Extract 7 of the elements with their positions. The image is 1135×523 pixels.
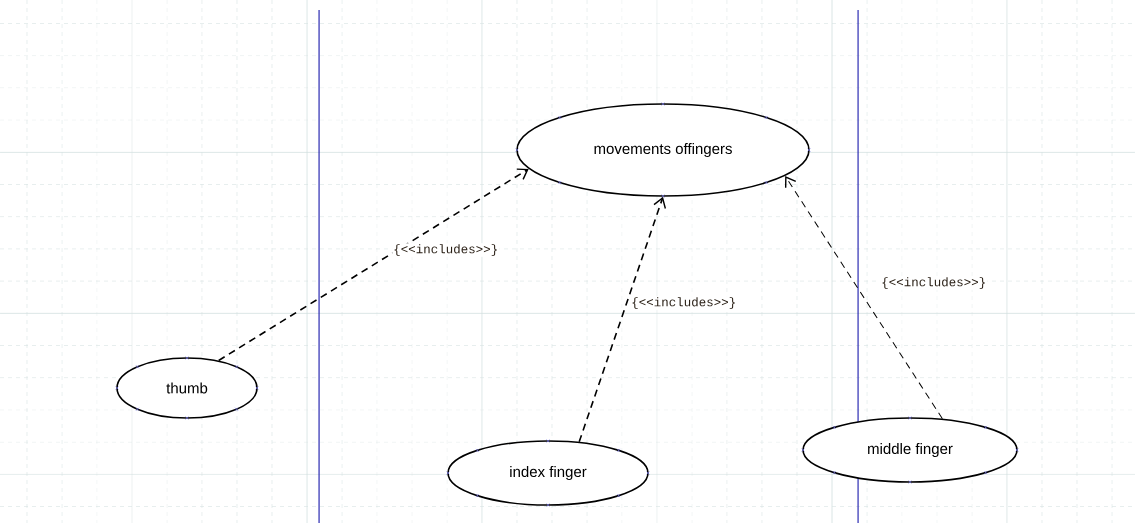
dashed-arrow bbox=[578, 196, 667, 443]
edge-label: {<<includes>>} bbox=[392, 243, 500, 257]
dashed-arrow bbox=[217, 168, 529, 362]
edge-label: {<<includes>>} bbox=[880, 276, 988, 290]
node-label: index finger bbox=[510, 466, 587, 480]
dashed-arrow bbox=[784, 175, 943, 420]
edge-label: {<<includes>>} bbox=[630, 296, 738, 310]
